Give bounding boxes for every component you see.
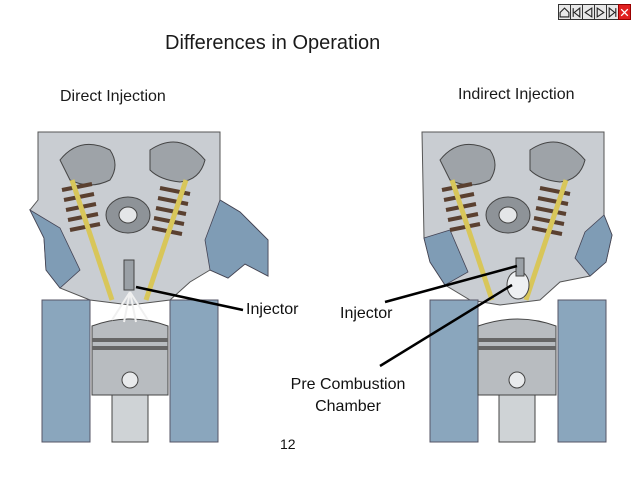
pre-combustion-label-line1: Pre Combustion <box>290 376 406 393</box>
prev-icon <box>584 6 593 18</box>
direct-injection-engine-diagram <box>29 131 269 443</box>
close-button[interactable] <box>618 4 631 20</box>
last-slide-button[interactable] <box>606 4 619 20</box>
next-slide-button[interactable] <box>594 4 607 20</box>
heading-indirect-injection: Indirect Injection <box>458 86 575 103</box>
home-icon <box>559 6 570 17</box>
slide-nav-toolbar <box>558 4 636 20</box>
pre-combustion-chamber-label: Pre Combustion Chamber <box>278 374 418 418</box>
slide-title: Differences in Operation <box>165 32 381 54</box>
heading-direct-injection: Direct Injection <box>60 88 166 105</box>
first-icon <box>572 6 581 18</box>
indirect-injection-engine-diagram <box>379 131 613 443</box>
last-icon <box>608 6 617 18</box>
injector-label-indirect: Injector <box>340 305 393 322</box>
page-number: 12 <box>280 436 296 452</box>
next-icon <box>596 6 605 18</box>
injector-label-direct: Injector <box>246 301 299 318</box>
pre-combustion-label-line2: Chamber <box>315 398 381 415</box>
close-icon <box>620 8 629 16</box>
